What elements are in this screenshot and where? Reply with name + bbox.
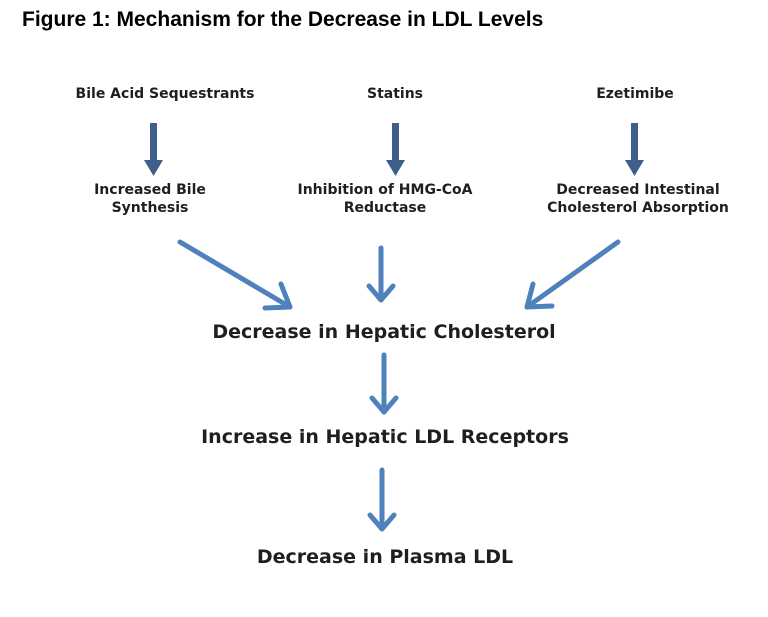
arrow-ezetimibe-to-hepatic-cholesterol [524, 239, 621, 310]
drug-label: Ezetimibe [596, 86, 674, 102]
arrow-bile-to-hepatic-cholesterol [177, 239, 293, 311]
drug-label: Statins [366, 86, 423, 102]
effect-line-2: Synthesis [111, 200, 189, 217]
drug-node-statins: Statins [330, 85, 460, 103]
effect-line-1: Increased Bile [94, 182, 206, 198]
arrow-ldl-receptors-to-plasma-ldl [367, 467, 397, 532]
arrow-hepatic-cholesterol-to-ldl-receptors [369, 352, 399, 415]
outcome-label: Decrease in Hepatic Cholesterol [212, 321, 556, 343]
arrow-drug-to-effect-ezetimibe [625, 123, 644, 176]
effect-line-1: Decreased Intestinal [556, 182, 720, 198]
outcome-label: Decrease in Plasma LDL [256, 546, 514, 568]
effect-line-2: Cholesterol Absorption [547, 200, 729, 217]
arrow-drug-to-effect-bile [144, 123, 163, 176]
drug-node-ezetimibe: Ezetimibe [575, 85, 695, 103]
figure-title: Figure 1: Mechanism for the Decrease in … [22, 8, 544, 31]
drug-label: Bile Acid Sequestrants [75, 86, 255, 102]
outcome-node-hepatic-cholesterol: Decrease in Hepatic Cholesterol [204, 320, 564, 345]
effect-line-1: Inhibition of HMG-CoA [297, 182, 473, 198]
drug-node-bile-acid-sequestrants: Bile Acid Sequestrants [60, 85, 270, 103]
outcome-node-plasma-ldl: Decrease in Plasma LDL [240, 545, 530, 570]
outcome-node-hepatic-ldl-receptors: Increase in Hepatic LDL Receptors [180, 425, 590, 450]
effect-node-inhibition-hmg-coa: Inhibition of HMG-CoA Reductase [280, 181, 490, 217]
arrow-drug-to-effect-statins [386, 123, 405, 176]
effect-node-decreased-intestinal-absorption: Decreased Intestinal Cholesterol Absorpt… [538, 181, 738, 217]
outcome-label: Increase in Hepatic LDL Receptors [201, 426, 569, 448]
effect-node-increased-bile-synthesis: Increased Bile Synthesis [70, 181, 230, 217]
effect-line-2: Reductase [343, 200, 427, 217]
arrow-statins-to-hepatic-cholesterol [366, 245, 396, 303]
